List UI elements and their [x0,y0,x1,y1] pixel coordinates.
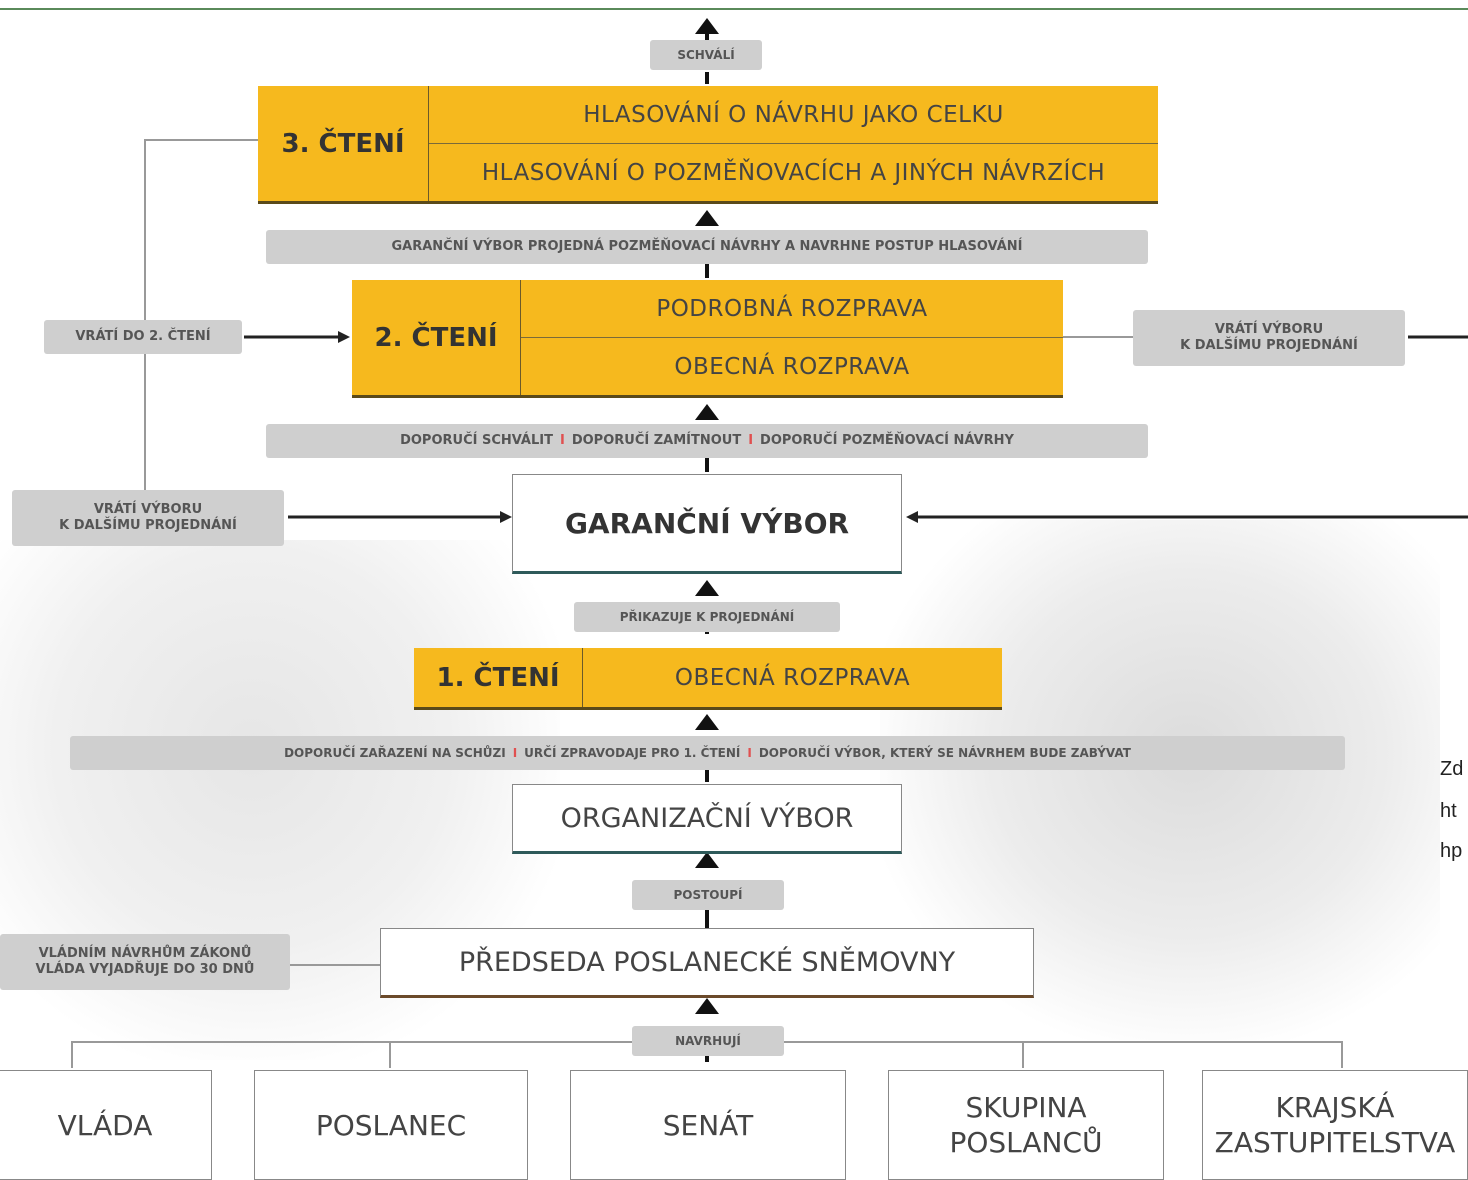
doporuci-vybor-text: DOPORUČÍ VÝBOR, KTERÝ SE NÁVRHEM BUDE ZA… [758,745,1131,760]
vrati-vyboru-left-line-2: K DALŠÍMU PROJEDNÁNÍ [59,518,237,533]
doporuci-zamitnout-text: DOPORUČÍ ZAMÍTNOUT [571,433,742,449]
vrati-vyboru-right-line-2: K DALŠÍMU PROJEDNÁNÍ [1180,338,1358,353]
predseda-box: PŘEDSEDA POSLANECKÉ SNĚMOVNY [380,928,1034,998]
top-border-line [0,8,1468,10]
proposer-skupina-line-1: SKUPINA [965,1091,1087,1124]
vrati-vyboru-left-line-1: VRÁTÍ VÝBORU [93,502,203,518]
vrati-vyboru-right-line-1: VRÁTÍ VÝBORU [1214,322,1324,338]
reading-2-row-separator [521,337,1063,338]
reading-2-title: 2. ČTENÍ [374,322,498,353]
doporuci-schvalit-text: DOPORUČÍ SCHVÁLIT [400,433,553,449]
separator-mark: I [512,745,518,760]
reading-3-row-2: HLASOVÁNÍ O POZMĚŇOVACÍCH A JINÝCH NÁVRZ… [481,159,1106,186]
proposer-krajska-line-2: ZASTUPITELSTVA [1214,1126,1456,1159]
vrati-vyboru-left-label: VRÁTÍ VÝBORU K DALŠÍMU PROJEDNÁNÍ [12,490,284,546]
source-text-line-1: Zd [1440,758,1464,780]
proposer-krajska-zastupitelstva: KRAJSKÁ ZASTUPITELSTVA [1202,1070,1468,1180]
prikazuje-label: PŘIKAZUJE K PROJEDNÁNÍ [574,602,840,632]
reading-3-row-1: HLASOVÁNÍ O NÁVRHU JAKO CELKU [583,101,1004,128]
proposer-senat: SENÁT [570,1070,846,1180]
reading-3-divider [428,86,429,201]
doporuci-zarazeni-text: DOPORUČÍ ZAŘAZENÍ NA SCHŮZI [284,745,506,760]
separator-mark: I [748,433,754,449]
reading-2-block: 2. ČTENÍ PODROBNÁ ROZPRAVA OBECNÁ ROZPRA… [352,280,1063,398]
postoupi-label: POSTOUPÍ [632,880,784,910]
reading-1-block: 1. ČTENÍ OBECNÁ ROZPRAVA [414,648,1002,710]
doporuci-label: DOPORUČÍ SCHVÁLIT I DOPORUČÍ ZAMÍTNOUT I… [266,424,1148,458]
vladnim-line-2: VLÁDA VYJADŘUJE DO 30 DNŮ [35,962,255,977]
proposer-vlada-line-1: VLÁDA [57,1108,153,1142]
proposer-skupina-poslancu: SKUPINA POSLANCŮ [888,1070,1164,1180]
doporuci-pozmenovaci-text: DOPORUČÍ POZMĚŇOVACÍ NÁVRHY [760,433,1014,449]
proposer-poslanec: POSLANEC [254,1070,528,1180]
vladnim-navrhum-label: VLÁDNÍM NÁVRHŮM ZÁKONŮ VLÁDA VYJADŘUJE D… [0,934,290,990]
schvali-label: SCHVÁLÍ [650,40,762,70]
reading-2-row-2: OBECNÁ ROZPRAVA [674,353,910,380]
proposer-skupina-line-2: POSLANCŮ [949,1126,1103,1159]
organizacni-vybor-box: ORGANIZAČNÍ VÝBOR [512,784,902,854]
vrati-vyboru-right-label: VRÁTÍ VÝBORU K DALŠÍMU PROJEDNÁNÍ [1133,310,1405,366]
source-text-line-2: ht [1440,800,1457,822]
separator-mark: I [559,433,565,449]
garancni-vybor-box: GARANČNÍ VÝBOR [512,474,902,574]
reading-1-row-1: OBECNÁ ROZPRAVA [674,664,911,691]
doporuci-zarazeni-label: DOPORUČÍ ZAŘAZENÍ NA SCHŮZI I URČÍ ZPRAV… [70,736,1345,770]
navrhuji-label: NAVRHUJÍ [632,1026,784,1056]
reading-1-title: 1. ČTENÍ [436,662,560,693]
reading-1-divider [582,648,583,707]
vladnim-line-1: VLÁDNÍM NÁVRHŮM ZÁKONŮ [38,946,252,962]
proposer-vlada: VLÁDA [0,1070,212,1180]
separator-mark: I [747,745,752,760]
vrati-do-2-text: VRÁTÍ DO 2. ČTENÍ [75,329,211,345]
vrati-do-2-cteni-label: VRÁTÍ DO 2. ČTENÍ [44,320,242,354]
reading-2-row-1: PODROBNÁ ROZPRAVA [656,295,928,322]
proposer-poslanec-line-1: POSLANEC [315,1108,467,1142]
proposer-senat-line-1: SENÁT [662,1108,754,1142]
garancni-projedna-label: GARANČNÍ VÝBOR PROJEDNÁ POZMĚŇOVACÍ NÁVR… [266,230,1148,264]
proposer-krajska-line-1: KRAJSKÁ [1275,1091,1395,1124]
reading-3-row-separator [429,143,1158,144]
reading-2-divider [520,280,521,395]
reading-3-block: 3. ČTENÍ HLASOVÁNÍ O NÁVRHU JAKO CELKU H… [258,86,1158,204]
reading-3-title: 3. ČTENÍ [281,128,405,159]
urci-zpravodaje-text: URČÍ ZPRAVODAJE PRO 1. ČTENÍ [524,745,741,760]
source-text-line-3: hp [1440,840,1463,862]
